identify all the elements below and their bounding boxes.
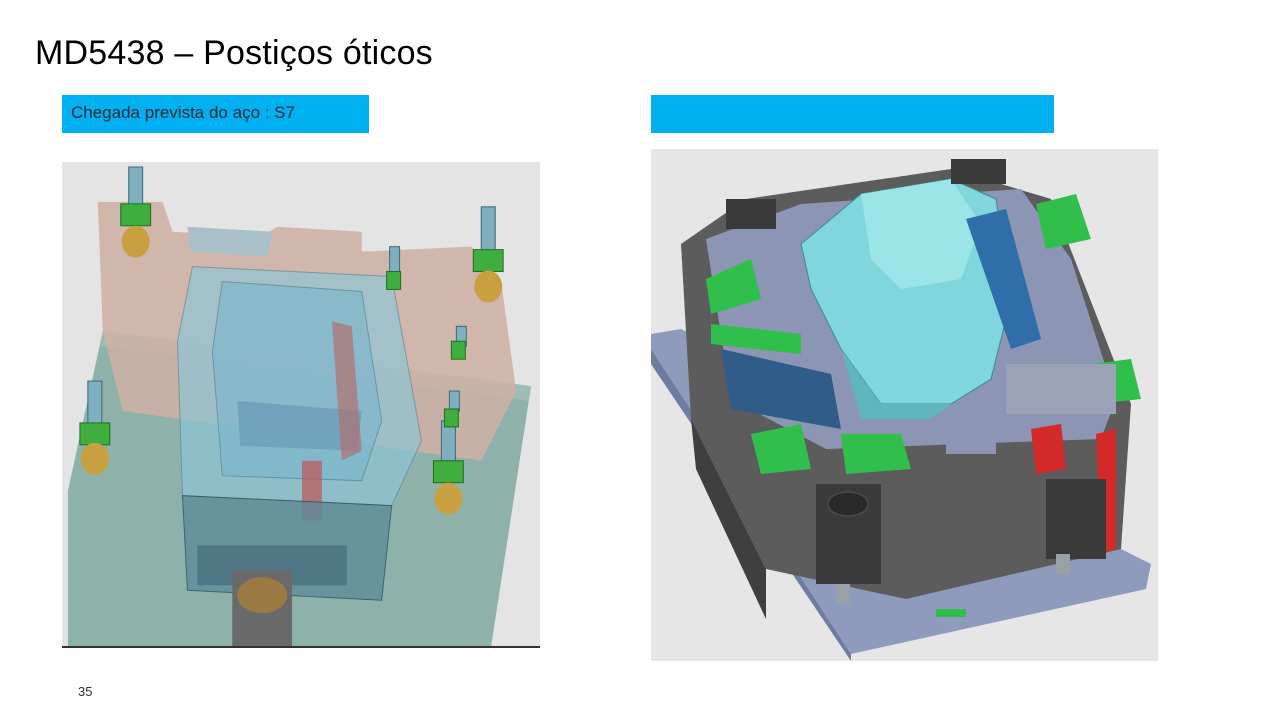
mold-solid-view-image [651, 149, 1158, 661]
steel-arrival-label: Chegada prevista do aço : S7 [62, 95, 369, 133]
slide-title: MD5438 – Postiços óticos [35, 34, 433, 72]
empty-label-box [651, 95, 1054, 133]
page-number: 35 [78, 684, 93, 699]
mold-transparent-view-image [62, 162, 540, 648]
